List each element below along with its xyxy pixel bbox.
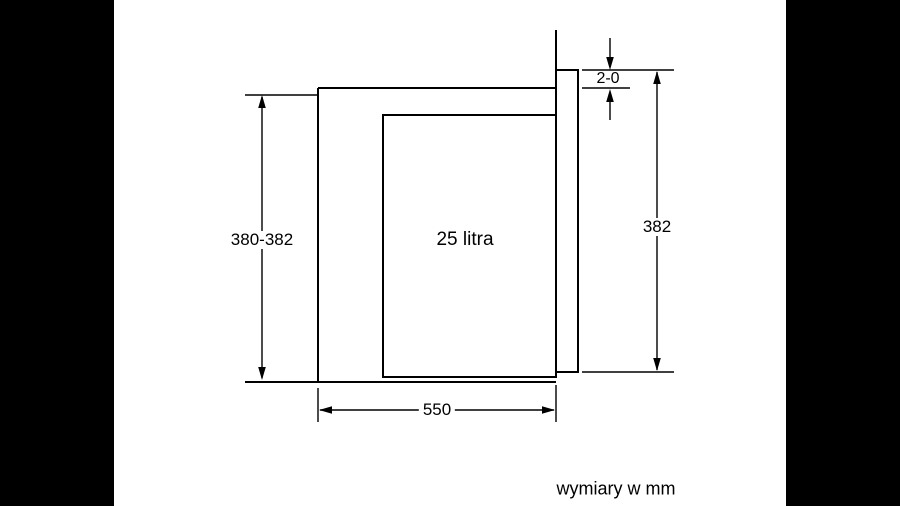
niche-height-label: 380-382	[226, 231, 298, 249]
top-gap-label: 2-0	[594, 70, 622, 87]
front-trim	[555, 69, 579, 373]
appliance-outline	[245, 30, 579, 383]
front-height-label: 382	[638, 218, 676, 236]
cavity-volume-label: 25 litra	[436, 229, 494, 250]
width-label: 550	[418, 401, 456, 419]
dimension-top-gap	[582, 38, 630, 120]
cavity-outline	[382, 114, 557, 378]
units-caption: wymiary w mm	[556, 478, 676, 499]
